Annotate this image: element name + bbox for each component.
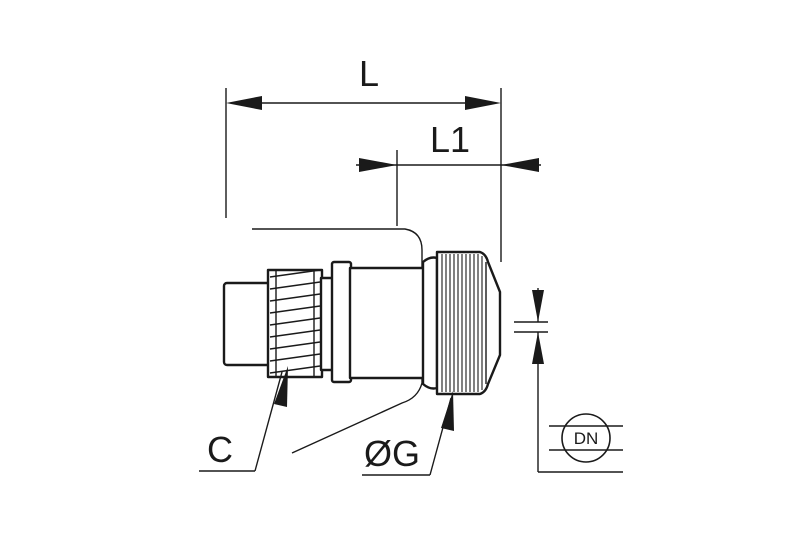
callout-thread: C [199,366,288,472]
dn-circle [561,413,611,463]
dimension-l1: L1 [356,119,541,226]
fitting-body [222,250,502,396]
collar [330,260,353,384]
dimension-dn: DN [514,288,623,473]
spigot [222,281,272,367]
knurl-lines [441,254,487,392]
step-ring [421,256,439,390]
knurled-nut [435,250,502,396]
length-label: L [359,53,379,94]
dimension-l: L [225,53,502,262]
length1-label: L1 [430,119,470,160]
main-body [348,266,426,380]
diameter-label: ØG [364,433,420,474]
thread-label: C [207,429,233,470]
nominal-label: DN [574,429,599,448]
thread-lines [268,269,322,377]
callout-diameter: ØG [362,391,454,476]
